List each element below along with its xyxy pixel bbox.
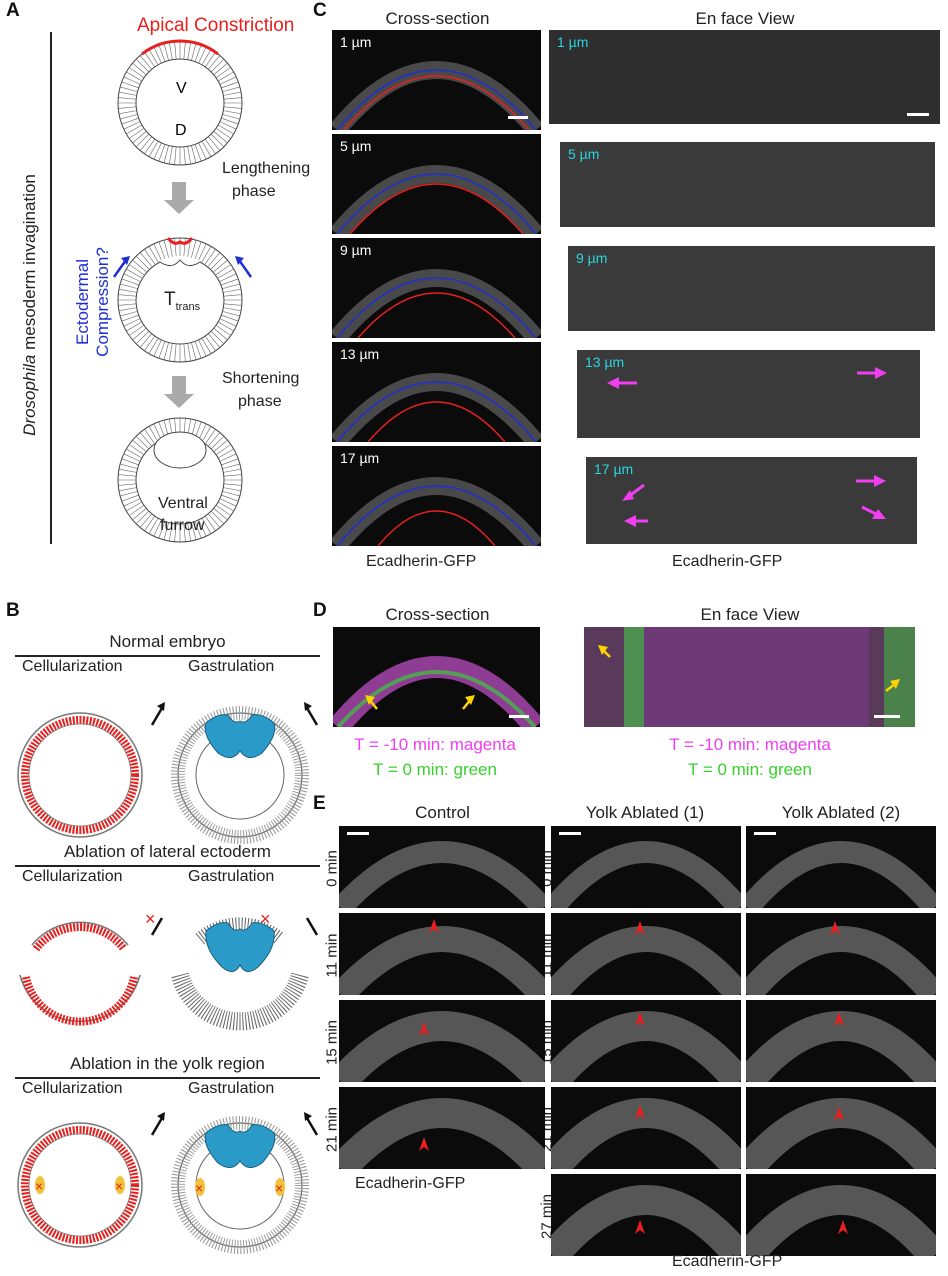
c-enface-1: 1 µm xyxy=(549,30,940,124)
e-control-15 xyxy=(339,1000,545,1082)
svg-text:×: × xyxy=(115,1178,123,1194)
e-time-21: 21 min xyxy=(323,1106,341,1153)
shortening-phase-label: phase xyxy=(238,393,282,410)
e-yolk1-0 xyxy=(551,826,741,908)
b2-gastrulation: Gastrulation xyxy=(188,868,275,885)
svg-text:×: × xyxy=(260,909,271,929)
e-time-11: 11 min xyxy=(323,933,341,978)
furrow-label: furrow xyxy=(160,517,205,534)
apical-constriction-label: Apical Constriction xyxy=(137,15,295,36)
panel-letter-a: A xyxy=(6,0,20,21)
c-enface-title: En face View xyxy=(695,9,795,28)
e-control-11 xyxy=(339,913,545,995)
svg-text:×: × xyxy=(145,909,156,929)
b1-gast-embryo xyxy=(171,706,309,844)
svg-text:×: × xyxy=(275,1180,283,1196)
e-yolk1-title: Yolk Ablated (1) xyxy=(585,803,705,822)
compression-arrows xyxy=(112,256,253,278)
e-caption-yolk: Ecadherin-GFP xyxy=(672,1253,783,1270)
rule-normal xyxy=(15,655,320,657)
lengthening-phase-label: phase xyxy=(232,183,276,200)
d-enface-image xyxy=(584,627,915,727)
c-cross-5: 17 µm xyxy=(332,446,541,546)
e-yolk1-15 xyxy=(551,1000,741,1082)
svg-text:×: × xyxy=(195,1180,203,1196)
c-cross-4: 13 µm xyxy=(332,342,541,442)
lengthening-label: Lengthening xyxy=(222,160,311,177)
c-caption-right: Ecadherin-GFP xyxy=(672,553,783,570)
b2-gast-embryo xyxy=(171,917,309,1031)
b2-cellularization: Cellularization xyxy=(22,868,123,885)
e-time-0: 0 min xyxy=(323,850,341,887)
e-control-21 xyxy=(339,1087,545,1169)
b3-gast-embryo: × × xyxy=(171,1116,309,1254)
e-control-title: Control xyxy=(415,803,470,822)
panel-letter-d: D xyxy=(313,600,327,621)
shortening-label: Shortening xyxy=(222,370,300,387)
c-cross-3: 9 µm xyxy=(332,238,541,338)
v-label: V xyxy=(176,80,187,97)
svg-text:×: × xyxy=(35,1178,43,1194)
d-label: D xyxy=(175,122,187,139)
d-enface-title: En face View xyxy=(700,605,800,624)
b1-gastrulation: Gastrulation xyxy=(188,658,275,675)
c-enface-3: 9 µm xyxy=(568,246,935,331)
panel-letter-c: C xyxy=(313,0,327,21)
c-caption-left: Ecadherin-GFP xyxy=(366,553,477,570)
c-enface-2: 5 µm xyxy=(560,142,935,227)
rule-yolk xyxy=(15,1077,320,1079)
ttrans-label: Ttrans xyxy=(164,289,201,313)
d-right-magenta-label: T = -10 min: magenta xyxy=(669,735,831,754)
panel-letter-e: E xyxy=(313,793,326,814)
b1-cellularization: Cellularization xyxy=(22,658,123,675)
c-cross-1: 1 µm xyxy=(332,30,541,130)
c-cross-section-title: Cross-section xyxy=(385,9,490,28)
panel-a-diagram: V D xyxy=(117,39,243,543)
side-label: Drosophila mesoderm invagination xyxy=(20,174,39,436)
normal-embryo-title: Normal embryo xyxy=(109,632,226,651)
d-cross-image xyxy=(333,627,540,727)
e-caption-control: Ecadherin-GFP xyxy=(355,1175,466,1192)
e-yolk2-27 xyxy=(746,1174,936,1256)
e-time-15: 15 min xyxy=(323,1019,341,1066)
c-cross-2: 5 µm xyxy=(332,134,541,234)
b2-cell-embryo xyxy=(19,921,141,1026)
ablation-lateral-title: Ablation of lateral ectoderm xyxy=(64,842,271,861)
e-yolk2-21 xyxy=(746,1087,936,1169)
embryo-furrow xyxy=(117,417,243,543)
d-right-green-label: T = 0 min: green xyxy=(688,760,812,779)
e-yolk2-11 xyxy=(746,913,936,995)
d-left-green-label: T = 0 min: green xyxy=(373,760,497,779)
embryo-apical xyxy=(117,39,243,166)
panel-b-diagrams: × × × × × × xyxy=(17,702,319,1254)
rule-lateral xyxy=(15,865,320,867)
panel-letter-b: B xyxy=(6,600,20,621)
e-yolk1-11 xyxy=(551,913,741,995)
embryo-lengthening xyxy=(117,237,243,363)
e-yolk2-title: Yolk Ablated (2) xyxy=(781,803,901,822)
b1-cell-embryo xyxy=(17,712,143,838)
d-left-magenta-label: T = -10 min: magenta xyxy=(354,735,516,754)
ablation-yolk-title: Ablation in the yolk region xyxy=(70,1054,265,1073)
c-enface-5: 17 µm xyxy=(586,457,917,544)
e-yolk2-0 xyxy=(746,826,936,908)
b3-cell-embryo: × × xyxy=(17,1122,143,1248)
e-yolk1-21 xyxy=(551,1087,741,1169)
c-enface-4: 13 µm xyxy=(577,350,920,438)
e-control-0 xyxy=(339,826,545,908)
panel-a-divider xyxy=(50,32,52,544)
b3-gastrulation: Gastrulation xyxy=(188,1080,275,1097)
ventral-label: Ventral xyxy=(158,495,208,512)
e-yolk2-15 xyxy=(746,1000,936,1082)
b3-cellularization: Cellularization xyxy=(22,1080,123,1097)
e-yolk1-27 xyxy=(551,1174,741,1256)
d-cross-section-title: Cross-section xyxy=(385,605,490,624)
